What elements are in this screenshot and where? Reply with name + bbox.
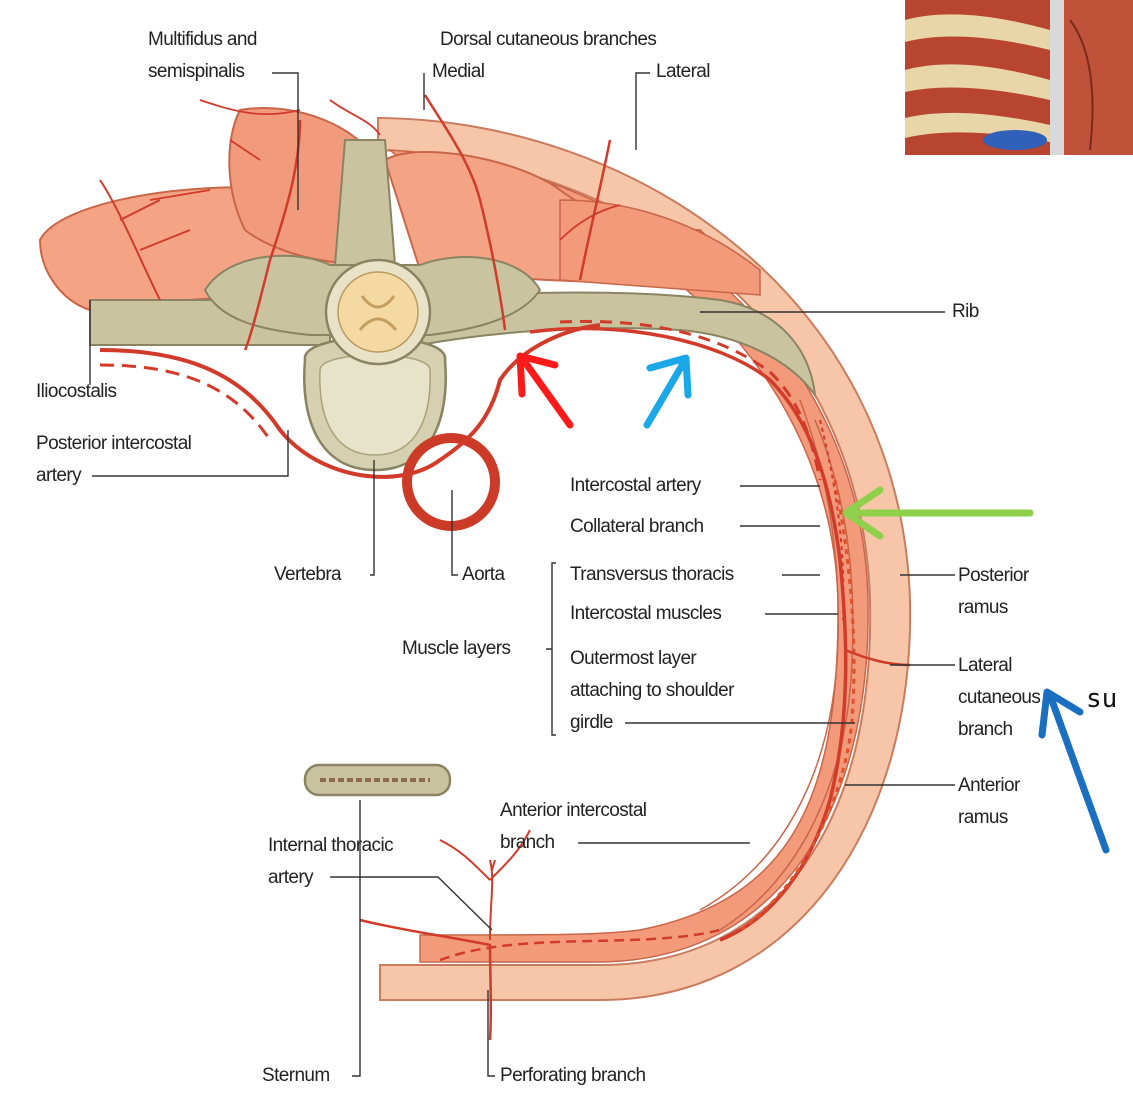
- label-dorsal-cutaneous: Dorsal cutaneous branches: [440, 29, 657, 50]
- muscle-layers-bracket: [546, 562, 556, 736]
- leader-lines: [89, 72, 955, 1077]
- green-arrow: [842, 486, 1034, 540]
- aorta: [402, 433, 500, 531]
- label-perforating-branch: Perforating branch: [500, 1065, 646, 1086]
- spinous-process: [333, 139, 397, 266]
- label-intercostal-artery: Intercostal artery: [570, 475, 701, 496]
- label-intercostal-muscles: Intercostal muscles: [570, 603, 722, 624]
- annotation-text: su: [1086, 684, 1118, 714]
- label-rib: Rib: [952, 301, 979, 322]
- red-arrow: [516, 352, 574, 429]
- label-sternum: Sternum: [262, 1065, 330, 1086]
- cyan-arrow: [643, 354, 692, 429]
- label-collateral-branch: Collateral branch: [570, 516, 704, 537]
- label-vertebra: Vertebra: [274, 564, 342, 585]
- label-transversus-thoracis: Transversus thoracis: [570, 564, 734, 585]
- inset-photo: [905, 0, 1133, 155]
- label-medial: Medial: [432, 61, 485, 82]
- blue-arrow: [1038, 688, 1110, 854]
- label-iliocostalis: Iliocostalis: [36, 381, 117, 402]
- label-lateral: Lateral: [656, 61, 711, 82]
- spinal-cord: [337, 271, 419, 353]
- label-muscle-layers: Muscle layers: [402, 638, 511, 659]
- muscle-layers-band: [387, 149, 869, 963]
- label-aorta: Aorta: [462, 564, 505, 585]
